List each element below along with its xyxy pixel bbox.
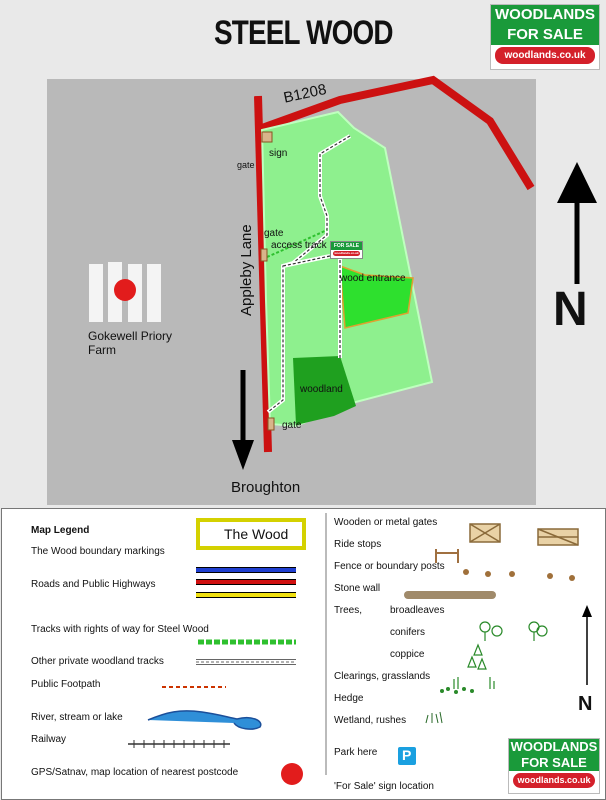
legend-logo-line-1: WOODLANDS (509, 739, 599, 755)
private-tracks (266, 134, 352, 414)
tree-symbols (453, 621, 548, 689)
legend-gates: Wooden or metal gates (334, 517, 438, 528)
legend-trees: Trees, (334, 605, 362, 616)
legend-rights-of-way: Tracks with rights of way for Steel Wood (31, 624, 209, 635)
legend-footpath: Public Footpath (31, 679, 101, 690)
direction-arrow-icon (232, 370, 254, 470)
destination-label: Broughton (231, 479, 301, 496)
gate-symbols (469, 523, 579, 546)
stone-wall-symbol (404, 591, 496, 599)
for-sale-sign-text: FOR SALE (331, 242, 362, 250)
access-track-label: access track (271, 240, 327, 251)
legend-for-sale-logo: WOODLANDS FOR SALE woodlands.co.uk (508, 738, 600, 794)
fence-post-symbols (463, 569, 575, 581)
legend-hedge: Hedge (334, 693, 364, 704)
legend-railway: Railway (31, 734, 67, 745)
legend-clearings: Clearings, grasslands (334, 671, 431, 682)
legend-postcode: GPS/Satnav, map location of nearest post… (31, 767, 239, 778)
north-arrow-icon (557, 162, 597, 284)
legend-park-symbol: P (402, 747, 412, 763)
legend-coppice: coppice (390, 649, 425, 660)
legend-north-label: N (578, 693, 593, 715)
woodland-area (293, 356, 356, 425)
farm-buildings (89, 262, 161, 322)
gate-top-symbol (261, 131, 273, 143)
postcode-symbol (281, 763, 303, 785)
logo-url: woodlands.co.uk (495, 47, 595, 64)
river-symbol (147, 710, 262, 730)
gate-mid-label: gate (264, 228, 284, 239)
legend-conifers: conifers (390, 627, 426, 638)
gate-bottom-label: gate (282, 420, 302, 431)
legend-park-here: Park here (334, 747, 378, 758)
page-title: STEEL WOOD (214, 14, 394, 52)
legend-symbols (128, 513, 592, 785)
wood-boundary-symbol (196, 518, 306, 550)
legend-north-arrow-icon (582, 605, 592, 685)
legend-river: River, stream or lake (31, 712, 123, 723)
legend-for-sale-sign: 'For Sale' sign location (334, 781, 434, 792)
legend-title: Map Legend (31, 525, 90, 536)
park-here-symbol (398, 747, 416, 765)
road-appleby-lane (254, 95, 272, 453)
legend-wetland: Wetland, rushes (334, 715, 407, 726)
logo-line-1: WOODLANDS (491, 5, 599, 25)
woodland-label: woodland (300, 384, 343, 395)
logo-line-2: FOR SALE (491, 25, 599, 45)
gate-top-label: gate (237, 160, 255, 170)
wetland-symbol (425, 711, 443, 724)
map-legend: Map Legend The Wood The Wood boundary ma… (1, 508, 606, 800)
legend-stone-wall: Stone wall (334, 583, 381, 594)
farm-label: Gokewell Priory Farm (88, 329, 173, 357)
road-b1208 (260, 75, 535, 191)
woodlands-for-sale-logo[interactable]: WOODLANDS FOR SALE woodlands.co.uk (490, 4, 600, 70)
map-area (47, 75, 597, 505)
hedge-symbol (440, 687, 474, 694)
legend-roads: Roads and Public Highways (31, 579, 156, 590)
legend-logo-line-2: FOR SALE (509, 755, 599, 771)
legend-private-tracks: Other private woodland tracks (31, 656, 164, 667)
legend-logo-url: woodlands.co.uk (513, 773, 595, 788)
gate-mid-symbol (260, 248, 268, 262)
legend-fence: Fence or boundary posts (334, 561, 445, 572)
for-sale-sign-marker: FOR SALE woodlands.co.uk (330, 241, 363, 259)
wood-entrance-label: wood entrance (340, 273, 406, 284)
legend-broadleaves: broadleaves (390, 605, 445, 616)
wood-entrance-area (339, 264, 414, 329)
legend-wood-boundary: The Wood boundary markings (31, 546, 165, 557)
sign-label: sign (269, 148, 288, 159)
gate-bottom-symbol (267, 417, 275, 431)
postcode-location-marker (114, 279, 136, 301)
legend-wood-label: The Wood (224, 526, 289, 542)
ride-stop-symbol (435, 549, 459, 563)
for-sale-sign-url: woodlands.co.uk (333, 251, 360, 256)
appleby-lane-label: Appleby Lane (238, 224, 255, 316)
north-label: N (553, 283, 588, 336)
legend-ride-stops: Ride stops (334, 539, 382, 550)
